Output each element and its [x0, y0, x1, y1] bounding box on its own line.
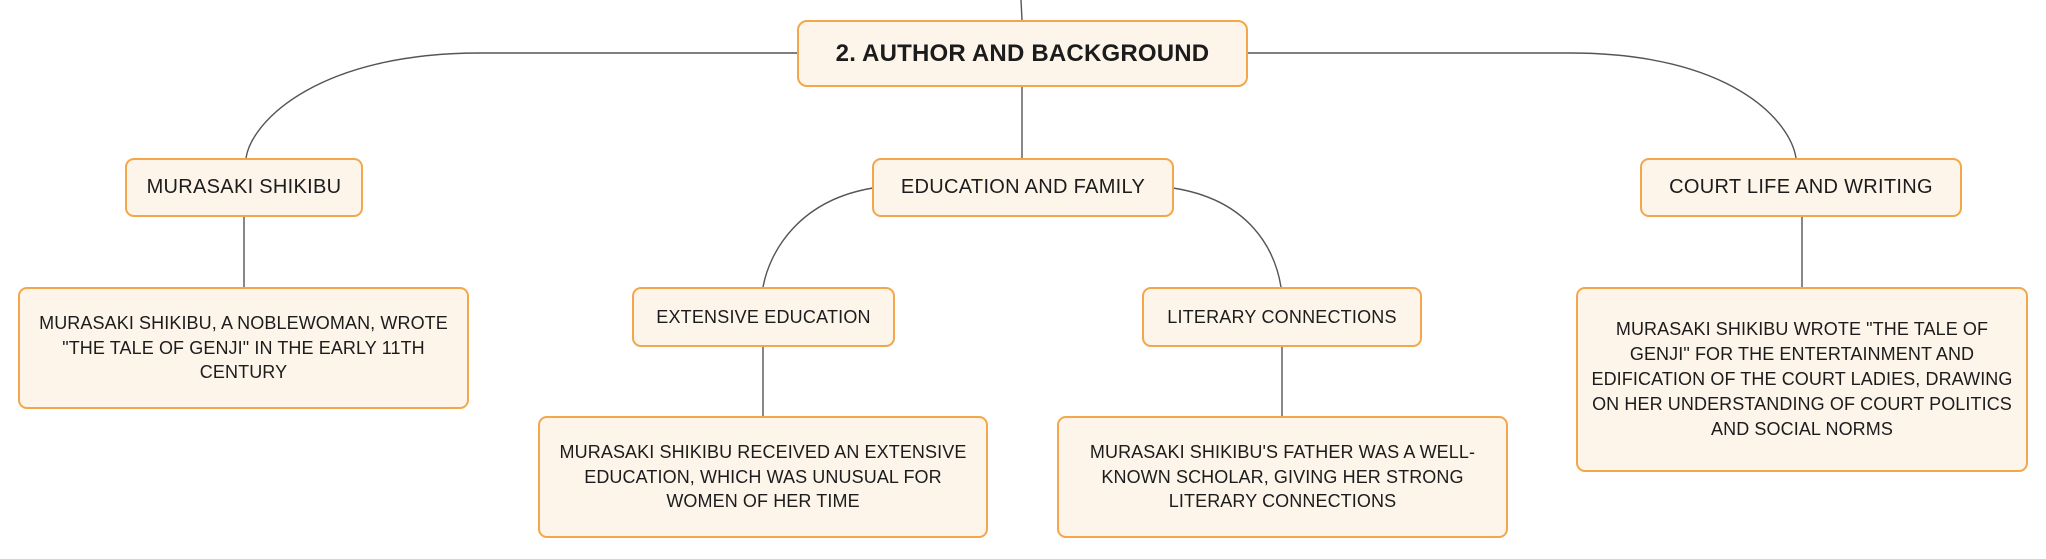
detail-node-court-life-and-writing[interactable]: MURASAKI SHIKIBU WROTE "THE TALE OF GENJ…	[1576, 287, 2028, 472]
detail-node-murasaki-shikibu[interactable]: MURASAKI SHIKIBU, A NOBLEWOMAN, WROTE "T…	[18, 287, 469, 409]
subtopic-label-literary-connections: LITERARY CONNECTIONS	[1167, 306, 1397, 327]
detail-node-literary-connections[interactable]: MURASAKI SHIKIBU'S FATHER WAS A WELL-KNO…	[1057, 416, 1508, 538]
detail-text-court-life-and-writing: MURASAKI SHIKIBU WROTE "THE TALE OF GENJ…	[1591, 319, 2013, 439]
subtopic-node-literary-connections[interactable]: LITERARY CONNECTIONS	[1142, 287, 1422, 347]
branch-label-murasaki-shikibu: MURASAKI SHIKIBU	[146, 175, 342, 198]
branch-label-court-life-and-writing: COURT LIFE AND WRITING	[1669, 175, 1933, 198]
branch-node-court-life-and-writing[interactable]: COURT LIFE AND WRITING	[1640, 158, 1962, 217]
connector-education-to-literary	[1172, 187, 1282, 288]
connector-parent-to-root	[1020, 0, 1023, 21]
branch-label-education-and-family: EDUCATION AND FAMILY	[900, 175, 1146, 198]
connector-root-to-murasaki	[245, 52, 797, 159]
detail-text-literary-connections: MURASAKI SHIKIBU'S FATHER WAS A WELL-KNO…	[1089, 441, 1476, 512]
branch-node-murasaki-shikibu[interactable]: MURASAKI SHIKIBU	[125, 158, 363, 217]
detail-node-extensive-education[interactable]: MURASAKI SHIKIBU RECEIVED AN EXTENSIVE E…	[538, 416, 988, 538]
subtopic-node-extensive-education[interactable]: EXTENSIVE EDUCATION	[632, 287, 895, 347]
detail-text-extensive-education: MURASAKI SHIKIBU RECEIVED AN EXTENSIVE E…	[559, 441, 967, 512]
root-topic-label: 2. AUTHOR AND BACKGROUND	[835, 39, 1210, 67]
detail-text-murasaki-shikibu: MURASAKI SHIKIBU, A NOBLEWOMAN, WROTE "T…	[39, 312, 448, 383]
branch-node-education-and-family[interactable]: EDUCATION AND FAMILY	[872, 158, 1174, 217]
connector-root-to-court	[1248, 52, 1797, 159]
connector-education-to-extensive	[762, 187, 874, 288]
root-topic-node[interactable]: 2. AUTHOR AND BACKGROUND	[797, 20, 1248, 87]
subtopic-label-extensive-education: EXTENSIVE EDUCATION	[656, 306, 871, 327]
